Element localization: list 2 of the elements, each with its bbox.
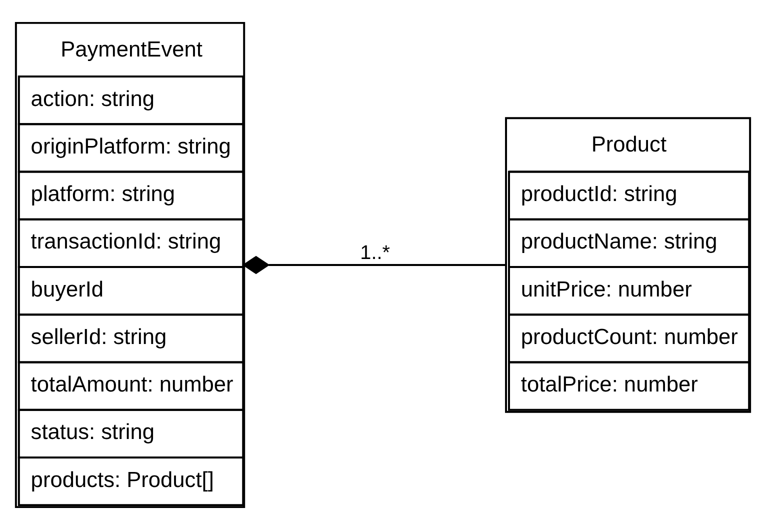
edge-label: 1..* <box>360 242 390 264</box>
connector <box>242 255 506 274</box>
